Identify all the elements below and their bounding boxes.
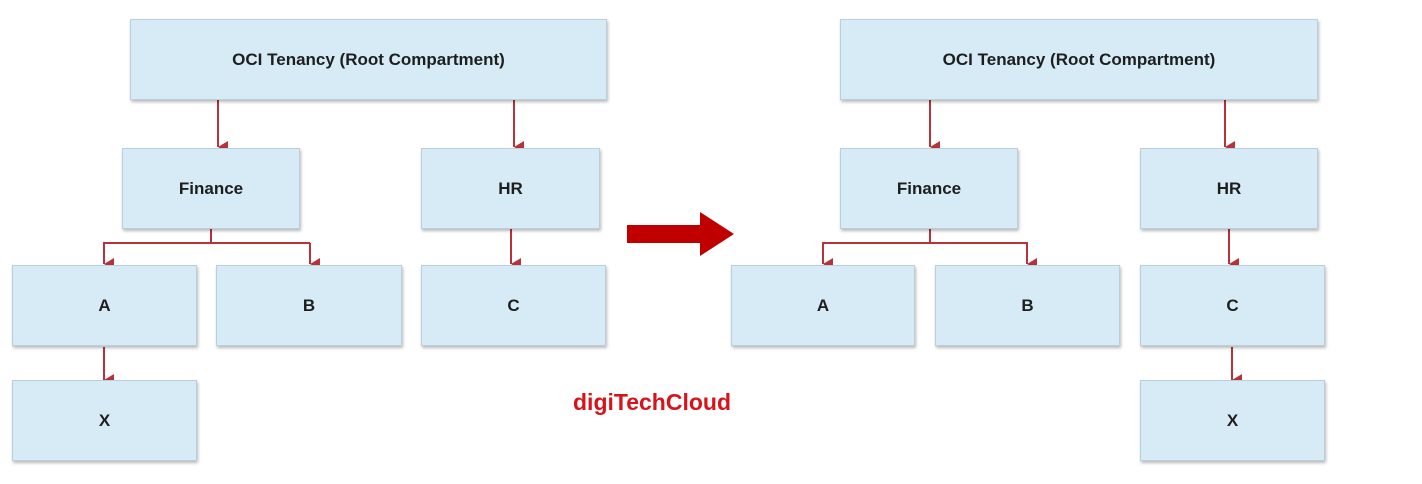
after-b-node: B bbox=[935, 265, 1120, 346]
before-root-node: OCI Tenancy (Root Compartment) bbox=[130, 19, 607, 100]
after-c-node: C bbox=[1140, 265, 1325, 346]
before-b-node: B bbox=[216, 265, 402, 346]
before-c-node: C bbox=[421, 265, 606, 346]
watermark-text: digiTechCloud bbox=[573, 389, 732, 415]
after-finance-node: Finance bbox=[840, 148, 1018, 229]
after-hr-node: HR bbox=[1140, 148, 1318, 229]
before-x-node: X bbox=[12, 380, 197, 461]
after-x-node: X bbox=[1140, 380, 1325, 461]
after-root-node: OCI Tenancy (Root Compartment) bbox=[840, 19, 1318, 100]
before-hr-node: HR bbox=[421, 148, 600, 229]
after-a-node: A bbox=[731, 265, 915, 346]
transition-arrow-icon bbox=[627, 212, 734, 256]
before-finance-node: Finance bbox=[122, 148, 300, 229]
before-a-node: A bbox=[12, 265, 197, 346]
